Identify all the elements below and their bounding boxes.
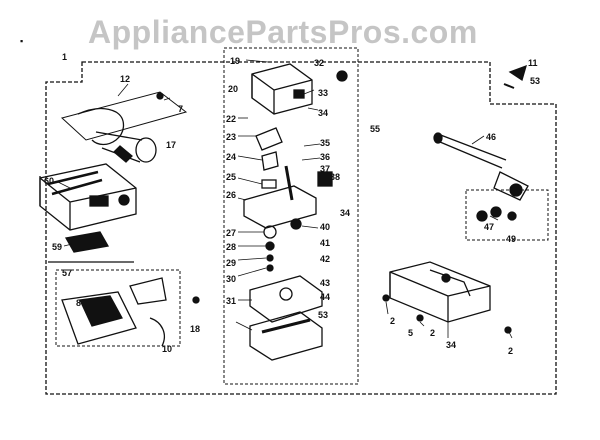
clip-drawing: [508, 64, 527, 82]
callout-31: 31: [226, 296, 237, 306]
callout-7: 7: [178, 104, 184, 114]
callout-40: 40: [320, 222, 331, 232]
callout-22: 22: [226, 114, 237, 124]
callout-49: 49: [506, 234, 517, 244]
callout-37: 37: [320, 164, 331, 174]
callout-5: 5: [408, 328, 414, 338]
callout-34: 34: [340, 208, 351, 218]
callout-11: 11: [528, 58, 538, 68]
callout-10: 10: [162, 344, 173, 354]
callout-2: 2: [430, 328, 436, 338]
burner-tube-drawing: [60, 91, 188, 141]
callout-26: 26: [226, 190, 237, 200]
callout-43: 43: [320, 278, 331, 288]
callout-27: 27: [226, 228, 237, 238]
bullet-mark: ▪: [20, 36, 24, 46]
callout-8: 8: [76, 298, 82, 308]
callout-38: 38: [330, 172, 341, 182]
callout-47: 47: [484, 222, 495, 232]
callout-42: 42: [320, 254, 331, 264]
assembly-outline: [45, 61, 557, 395]
callout-60: 60: [44, 176, 55, 186]
callout-36: 36: [320, 152, 331, 162]
sub-assembly-box: [223, 47, 359, 385]
callout-2: 2: [508, 346, 514, 356]
switch-group-box: [55, 269, 181, 347]
callout-17: 17: [166, 140, 177, 150]
callout-23: 23: [226, 132, 237, 142]
callout-41: 41: [320, 238, 331, 248]
shaft-and-orifice-drawing: [433, 132, 529, 222]
callout-59: 59: [52, 242, 63, 252]
callout-55: 55: [370, 124, 381, 134]
valve-stack-drawing: [243, 63, 348, 361]
callout-34: 34: [446, 340, 457, 350]
callout-32: 32: [314, 58, 325, 68]
watermark: AppliancePartsPros.com: [88, 14, 478, 50]
callout-53: 53: [318, 310, 329, 320]
callout-33: 33: [318, 88, 329, 98]
callout-18: 18: [190, 324, 201, 334]
callout-28: 28: [226, 242, 237, 252]
callout-29: 29: [226, 258, 237, 268]
callout-57: 57: [62, 268, 73, 278]
callout-19: 19: [230, 56, 241, 66]
callout-25: 25: [226, 172, 237, 182]
callout-53: 53: [530, 76, 541, 86]
callout-35: 35: [320, 138, 331, 148]
callout-46: 46: [486, 132, 497, 142]
callout-24: 24: [226, 152, 237, 162]
callout-12: 12: [120, 74, 131, 84]
callout-30: 30: [226, 274, 237, 284]
callout-20: 20: [228, 84, 239, 94]
callout-1: 1: [62, 52, 68, 62]
callout-44: 44: [320, 292, 331, 302]
callout-2: 2: [390, 316, 396, 326]
nozzle-region-box: [465, 189, 549, 241]
callout-34: 34: [318, 108, 329, 118]
